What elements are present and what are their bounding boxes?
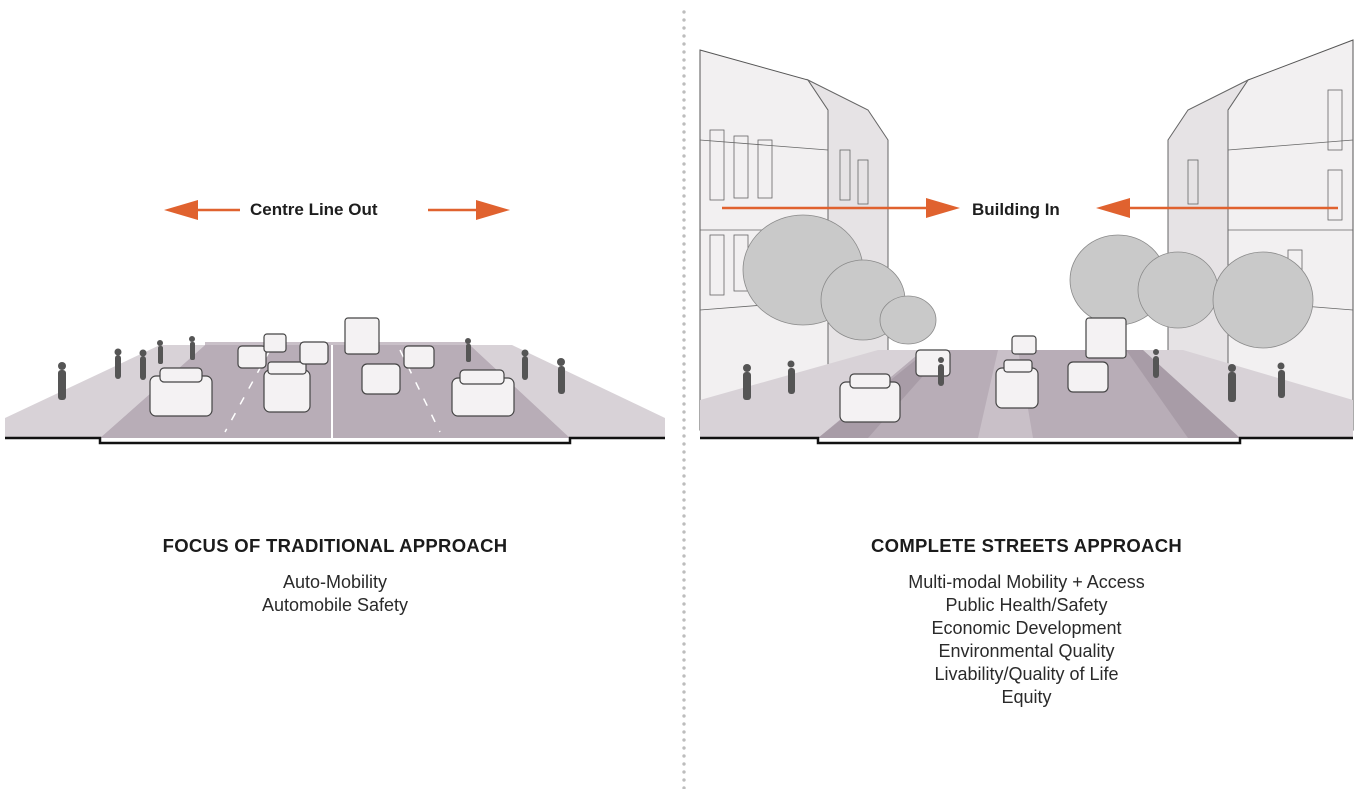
- traditional-street-section-illustration: [5, 200, 665, 445]
- complete-streets-caption: COMPLETE STREETS APPROACH Multi-modal Mo…: [688, 535, 1365, 709]
- complete-streets-item: Environmental Quality: [938, 641, 1115, 661]
- traditional-caption: FOCUS OF TRADITIONAL APPROACH Auto-Mobil…: [0, 535, 670, 617]
- complete-streets-panel: Building In COMPLETE STREETS APPROACH Mu…: [688, 0, 1365, 789]
- panel-divider: [682, 8, 686, 789]
- complete-streets-title: COMPLETE STREETS APPROACH: [870, 535, 1183, 556]
- complete-streets-item: Public Health/Safety: [945, 595, 1108, 615]
- traditional-item: Automobile Safety: [261, 595, 409, 615]
- complete-streets-item: Economic Development: [931, 618, 1122, 638]
- traditional-item: Auto-Mobility: [282, 572, 388, 592]
- building-in-label: Building In: [972, 200, 1060, 219]
- traditional-approach-panel: Centre Line Out FOCUS OF TRADITIONAL APP…: [0, 0, 682, 789]
- complete-street-section-illustration: [699, 39, 1354, 445]
- traditional-title: FOCUS OF TRADITIONAL APPROACH: [162, 535, 508, 556]
- centre-line-out-label: Centre Line Out: [250, 200, 378, 219]
- complete-streets-item: Multi-modal Mobility + Access: [908, 572, 1145, 592]
- complete-streets-item: Livability/Quality of Life: [934, 664, 1119, 684]
- complete-streets-item: Equity: [1001, 687, 1052, 707]
